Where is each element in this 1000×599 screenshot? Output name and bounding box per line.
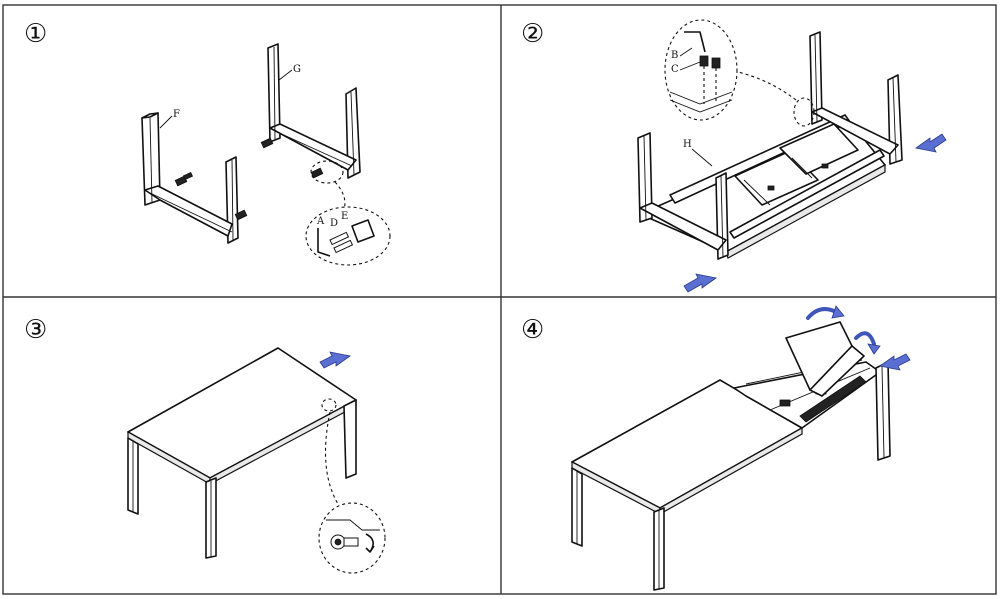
step-2-panel: ② H bbox=[521, 19, 947, 293]
step-4-panel: ④ bbox=[521, 305, 911, 591]
leg-frame-g bbox=[267, 43, 361, 179]
assembled-table bbox=[127, 347, 357, 559]
push-arrow-right bbox=[915, 133, 947, 153]
detail-circle-large bbox=[664, 19, 738, 121]
step-1-number: ① bbox=[24, 19, 47, 49]
label-screw-c: C bbox=[671, 64, 679, 75]
step-3-number: ③ bbox=[24, 315, 47, 345]
step-3-panel: ③ bbox=[24, 315, 386, 574]
label-allen-key-b: B bbox=[671, 50, 678, 61]
label-allen-key-a: A bbox=[316, 216, 325, 227]
label-leg-frame-g: G bbox=[293, 64, 301, 75]
step-1-panel: ① F G bbox=[24, 19, 391, 266]
far-leg-frame bbox=[809, 31, 903, 165]
push-arrow bbox=[319, 351, 351, 369]
push-arrow bbox=[879, 353, 911, 371]
label-bolt-d: D bbox=[330, 218, 338, 229]
detail-hardware bbox=[669, 31, 733, 113]
leg-frame-f bbox=[141, 112, 239, 244]
loose-bolts bbox=[174, 137, 324, 221]
rotate-arrow-2 bbox=[854, 331, 876, 346]
rotate-arrow-1 bbox=[806, 307, 838, 320]
leader-g bbox=[278, 69, 293, 81]
near-leg-frame bbox=[637, 132, 729, 260]
detail-leader bbox=[737, 71, 797, 101]
label-leg-frame-f: F bbox=[173, 109, 180, 120]
leader-f bbox=[159, 115, 173, 129]
detail-leader bbox=[334, 181, 346, 211]
step-4-number: ④ bbox=[521, 315, 544, 345]
extended-table bbox=[571, 321, 891, 591]
step-2-number: ② bbox=[521, 19, 544, 49]
detail-circle-small bbox=[793, 97, 815, 127]
detail-circle-small bbox=[321, 398, 337, 412]
extension-frame bbox=[669, 114, 885, 239]
leader-c bbox=[679, 61, 701, 71]
detail-hardware bbox=[317, 219, 375, 257]
detail-circle-small bbox=[310, 160, 344, 184]
rotate-arrow-2-head bbox=[867, 343, 881, 355]
detail-screw bbox=[326, 519, 380, 553]
label-rail-h: H bbox=[683, 139, 692, 150]
label-bracket-e: E bbox=[341, 211, 348, 222]
push-arrow-left bbox=[683, 273, 717, 293]
rotate-arrow-1-head bbox=[831, 305, 845, 319]
outer-frame bbox=[2, 4, 997, 595]
leader-h bbox=[691, 148, 713, 167]
detail-leader bbox=[324, 411, 339, 505]
leader-b bbox=[679, 47, 693, 57]
